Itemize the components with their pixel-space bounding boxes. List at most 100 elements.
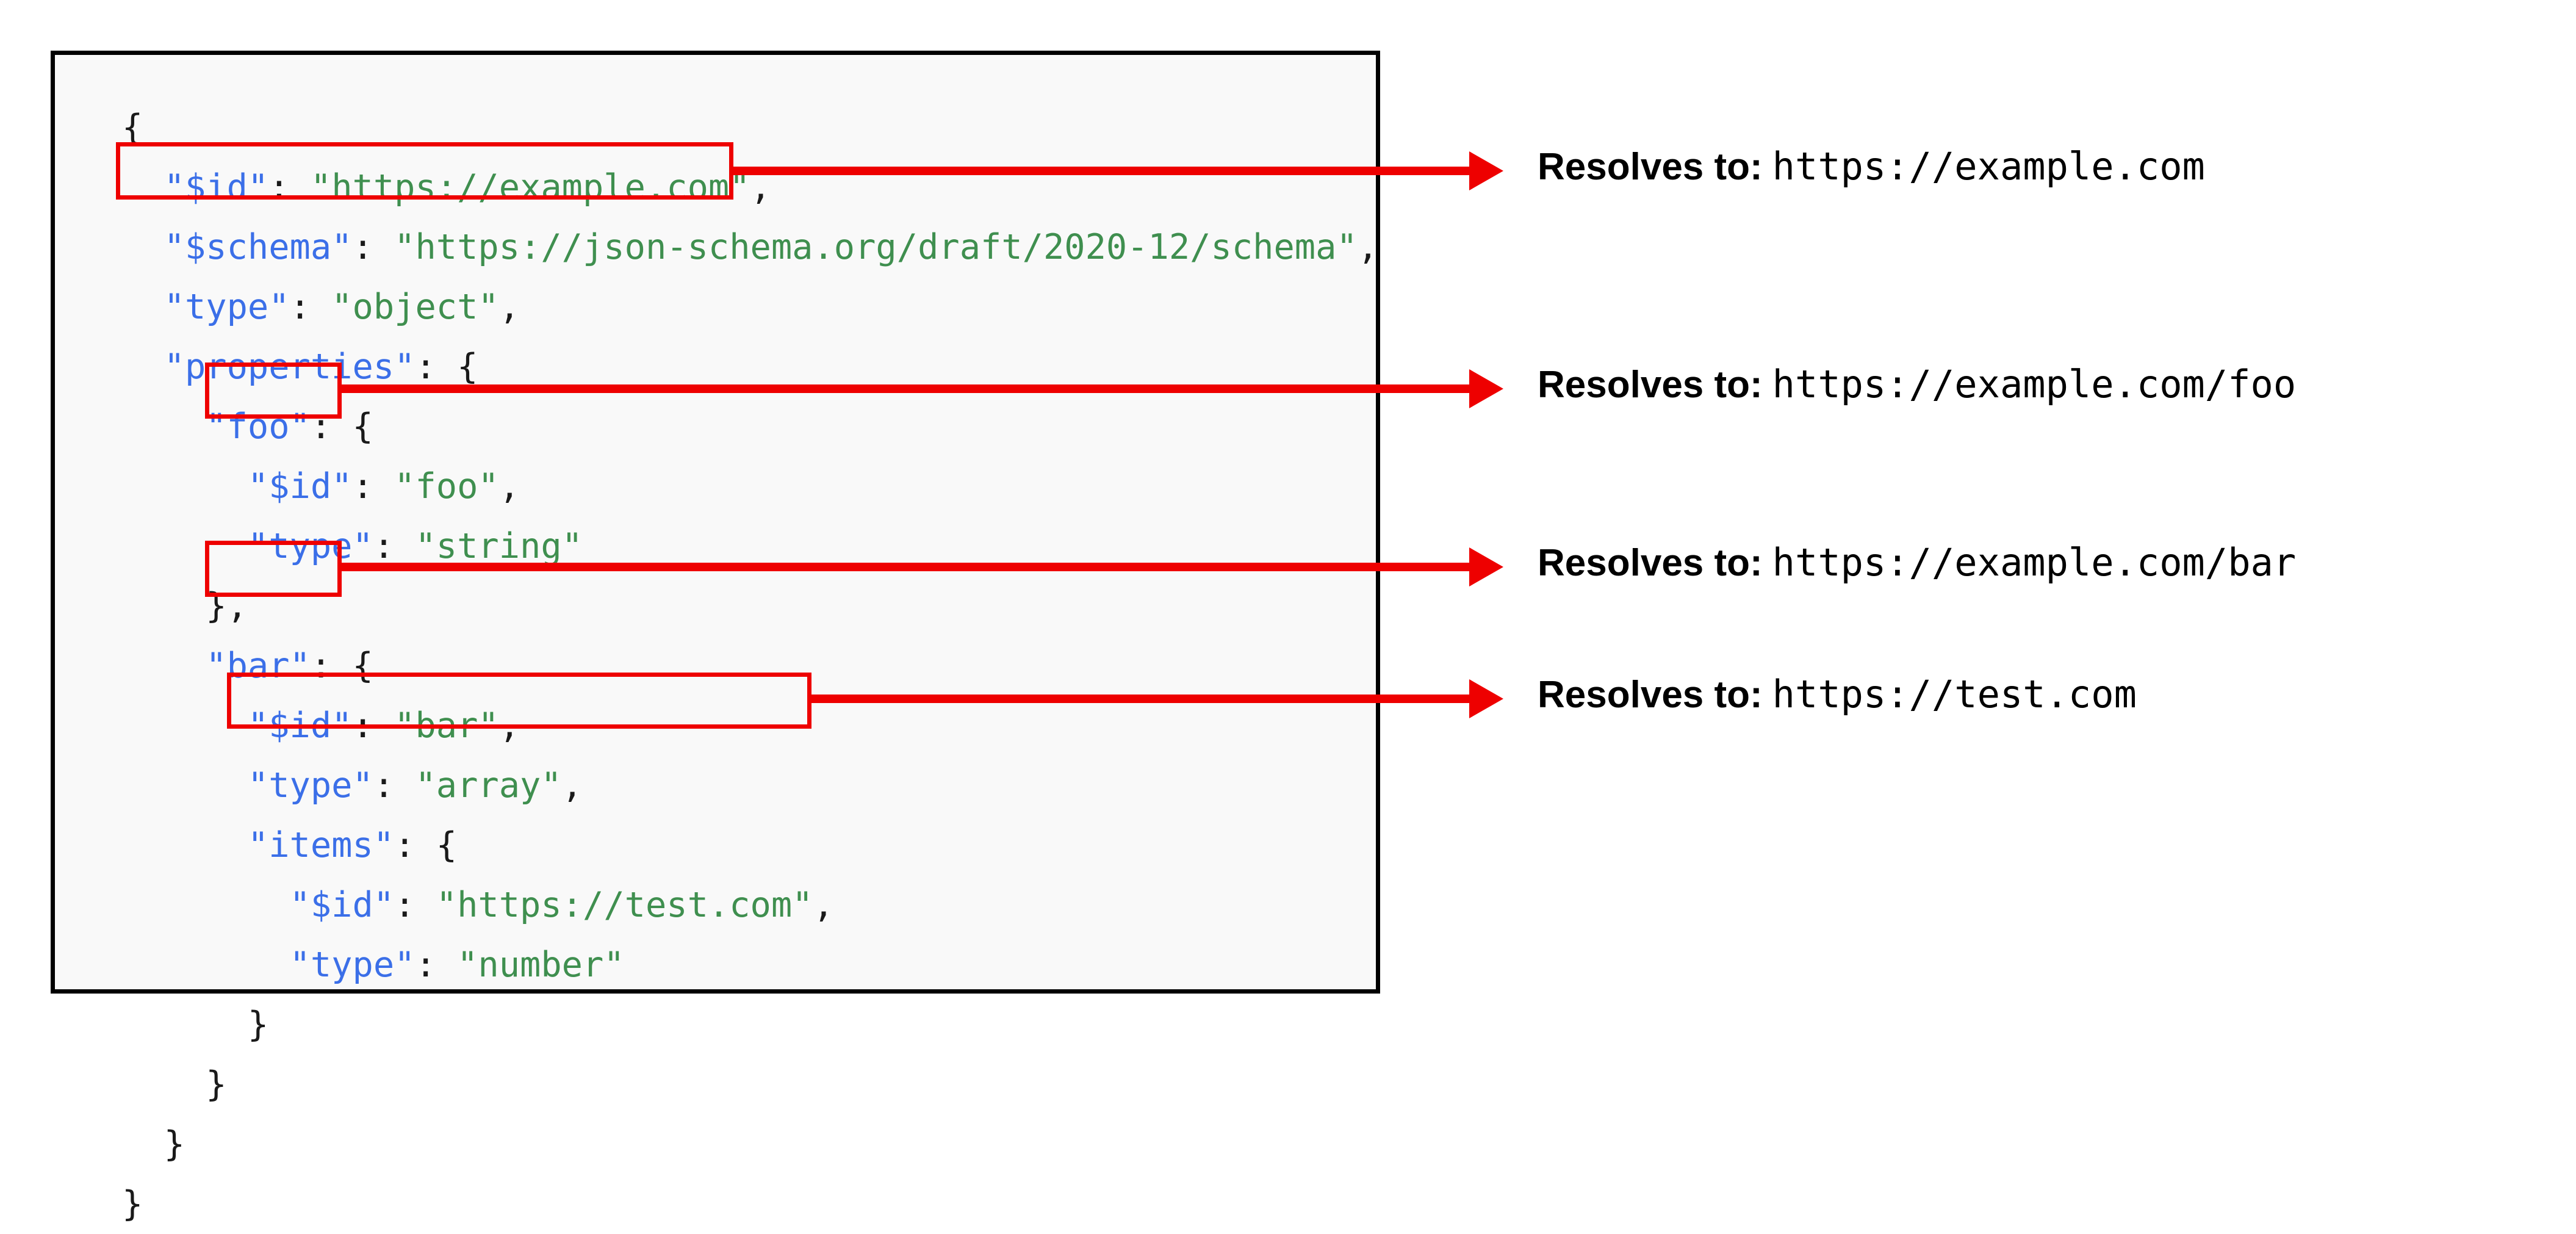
json-punctuation: , [561, 765, 583, 806]
code-line: } [122, 1174, 1378, 1234]
json-punctuation: , [498, 705, 520, 746]
code-line: "$schema": "https://json-schema.org/draf… [122, 217, 1378, 277]
code-indent [122, 526, 248, 566]
json-string-value: "foo" [394, 466, 499, 507]
json-key: "type" [247, 765, 373, 806]
json-key: "type" [247, 526, 373, 566]
json-key: "foo" [206, 406, 311, 447]
annotation-example-com-foo: Resolves to:https://example.com/foo [1538, 366, 2296, 404]
annotation-label: Resolves to: [1538, 674, 1763, 716]
arrow-line-2 [338, 384, 1473, 393]
annotation-test-com: Resolves to:https://test.com [1538, 676, 2137, 714]
arrow-head-3 [1469, 547, 1503, 586]
json-punctuation: } [164, 1124, 185, 1164]
json-punctuation: : [373, 526, 416, 566]
code-line: "$id": "bar", [122, 696, 1378, 756]
json-punctuation: , [1357, 227, 1379, 267]
json-string-value: "number" [457, 945, 625, 985]
json-key: "items" [247, 825, 395, 865]
arrow-line-1 [730, 167, 1473, 175]
code-indent [122, 885, 290, 925]
json-punctuation: : { [415, 347, 478, 387]
json-key: "type" [289, 945, 416, 985]
code-line: "$id": "https://test.com", [122, 875, 1378, 935]
code-indent [122, 1064, 206, 1105]
code-indent [122, 466, 248, 507]
code-indent [122, 1124, 164, 1164]
code-line: "type": "string" [122, 516, 1378, 576]
json-string-value: "bar" [394, 705, 499, 746]
json-punctuation: : { [394, 825, 458, 865]
annotation-url: https://example.com/foo [1772, 362, 2297, 406]
code-indent [122, 406, 206, 447]
json-key: "$id" [289, 885, 395, 925]
annotation-example-com: Resolves to:https://example.com [1538, 148, 2205, 186]
code-line: }, [122, 576, 1378, 636]
code-indent [122, 227, 164, 267]
json-string-value: "https://test.com" [436, 885, 813, 925]
json-punctuation: : { [310, 406, 373, 447]
json-punctuation: : [352, 227, 395, 267]
json-punctuation: } [206, 1064, 227, 1105]
json-key: "$id" [247, 705, 353, 746]
arrow-head-4 [1469, 679, 1503, 718]
json-punctuation: : [352, 705, 395, 746]
code-indent [122, 586, 206, 626]
json-key: "properties" [164, 347, 416, 387]
json-key: "$id" [164, 167, 269, 207]
annotation-url: https://example.com [1772, 144, 2205, 189]
annotation-label: Resolves to: [1538, 542, 1763, 584]
arrow-head-1 [1469, 151, 1503, 190]
annotation-label: Resolves to: [1538, 364, 1763, 406]
json-key: "$id" [247, 466, 353, 507]
json-string-value: "object" [331, 287, 499, 327]
code-line: { [122, 98, 1378, 157]
annotation-url: https://example.com/bar [1772, 540, 2297, 585]
json-punctuation: { [122, 107, 143, 148]
json-punctuation: : [352, 466, 395, 507]
json-string-value: "array" [415, 765, 562, 806]
arrow-line-3 [338, 563, 1473, 571]
annotation-example-com-bar: Resolves to:https://example.com/bar [1538, 544, 2296, 582]
code-line: "bar": { [122, 636, 1378, 696]
code-line: } [122, 1114, 1378, 1174]
json-string-value: "https://example.com" [310, 167, 750, 207]
json-code-panel: { "$id": "https://example.com", "$schema… [51, 51, 1380, 1224]
arrow-head-2 [1469, 369, 1503, 408]
json-key: "$schema" [164, 227, 353, 267]
code-line: "type": "object", [122, 277, 1378, 337]
json-punctuation: : { [310, 646, 373, 686]
json-key: "bar" [206, 646, 311, 686]
json-punctuation: : [289, 287, 332, 327]
code-line: "type": "number" [122, 935, 1378, 995]
json-punctuation: : [394, 885, 436, 925]
annotation-url: https://test.com [1772, 672, 2137, 716]
code-indent [122, 1005, 248, 1045]
json-punctuation: : [415, 945, 458, 985]
code-indent [122, 705, 248, 746]
code-line: "foo": { [122, 397, 1378, 456]
arrow-line-4 [808, 695, 1473, 703]
code-indent [122, 287, 164, 327]
json-punctuation: : [373, 765, 416, 806]
code-line: "items": { [122, 815, 1378, 875]
code-line: "type": "array", [122, 756, 1378, 815]
json-key: "type" [164, 287, 290, 327]
code-indent [122, 646, 206, 686]
code-indent [122, 167, 164, 207]
json-punctuation: , [498, 287, 520, 327]
code-indent [122, 765, 248, 806]
code-indent [122, 825, 248, 865]
json-punctuation: , [813, 885, 834, 925]
json-string-value: "string" [415, 526, 583, 566]
json-punctuation: }, [206, 586, 248, 626]
json-punctuation: } [247, 1005, 269, 1045]
json-punctuation: : [268, 167, 311, 207]
annotation-label: Resolves to: [1538, 146, 1763, 188]
json-punctuation: , [498, 466, 520, 507]
code-line: } [122, 1055, 1378, 1114]
code-line: } [122, 995, 1378, 1055]
diagram-canvas: { "$id": "https://example.com", "$schema… [51, 51, 2296, 1224]
json-code-block: { "$id": "https://example.com", "$schema… [122, 98, 1378, 1234]
code-indent [122, 945, 290, 985]
